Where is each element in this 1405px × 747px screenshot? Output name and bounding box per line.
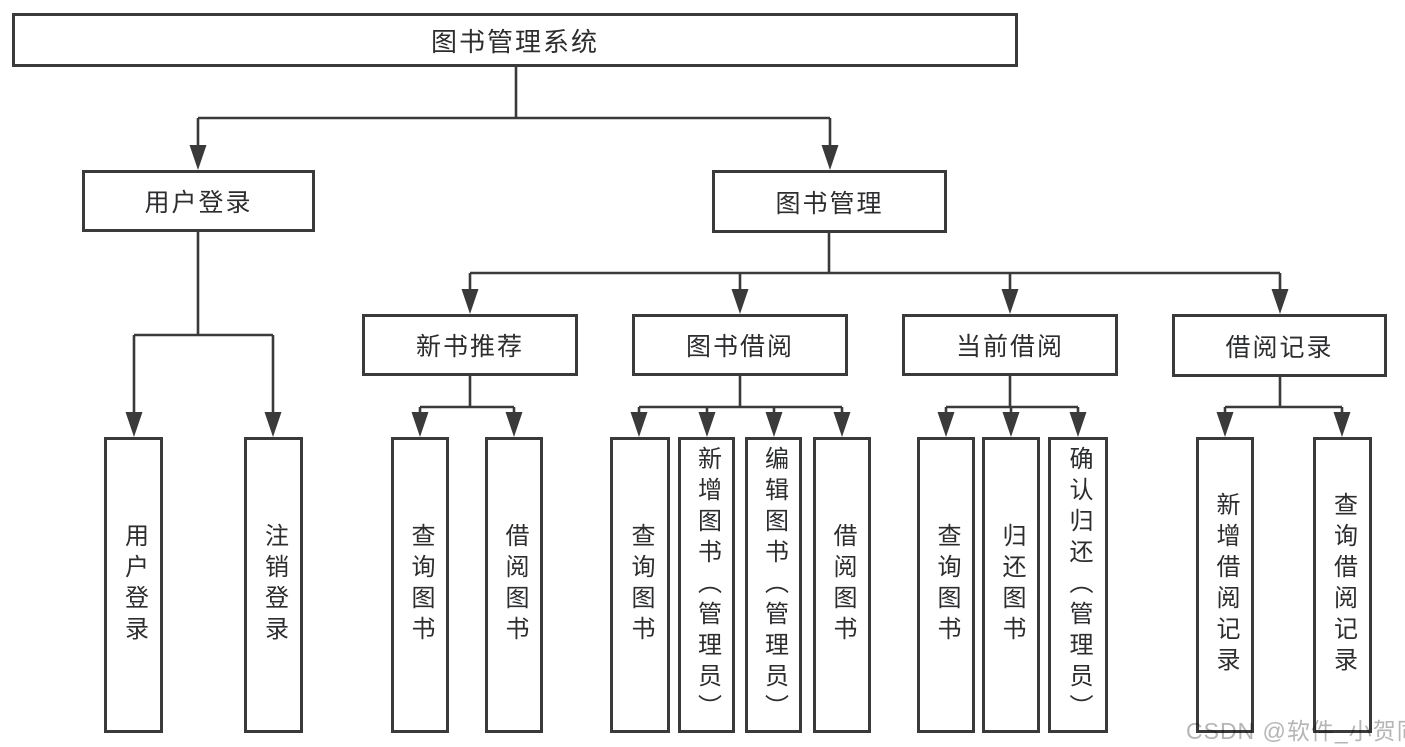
node-library-management-system: 图书管理系统	[12, 13, 1018, 67]
node-label: 用户登录	[144, 189, 253, 217]
leaf-query-borrowing-record: 查询借阅记录	[1313, 437, 1372, 733]
node-book-management: 图书管理	[712, 170, 947, 233]
node-label: 归还图书	[998, 523, 1025, 647]
node-label: 新书推荐	[415, 333, 524, 361]
leaf-add-book-admin: 新增图书（管理员）	[678, 437, 735, 733]
node-label: 查询图书	[627, 523, 654, 647]
leaf-query-books-current: 查询图书	[917, 437, 975, 733]
node-label: 新增图书（管理员）	[693, 445, 721, 725]
node-new-book-recommendation: 新书推荐	[362, 314, 578, 376]
node-label: 借阅记录	[1225, 333, 1334, 362]
node-label: 借阅图书	[501, 523, 528, 647]
leaf-add-borrowing-record: 新增借阅记录	[1196, 437, 1254, 733]
leaf-user-login: 用户登录	[104, 437, 163, 733]
node-book-borrowing: 图书借阅	[632, 314, 848, 376]
leaf-confirm-return-admin: 确认归还（管理员）	[1048, 437, 1108, 733]
node-borrowing-records: 借阅记录	[1172, 314, 1387, 377]
node-current-borrowing: 当前借阅	[902, 314, 1118, 376]
leaf-query-books-recommend: 查询图书	[391, 437, 449, 733]
node-label: 查询借阅记录	[1329, 492, 1357, 678]
node-label: 借阅图书	[829, 523, 856, 647]
node-label: 图书管理系统	[430, 26, 599, 57]
leaf-borrow-books-borrowing: 借阅图书	[813, 437, 871, 733]
node-label: 图书管理	[775, 189, 884, 218]
node-label: 用户登录	[120, 523, 148, 647]
node-label: 确认归还（管理员）	[1065, 445, 1092, 725]
watermark: CSDN @软件_小贺同学	[1186, 718, 1405, 744]
leaf-borrow-books-recommend: 借阅图书	[485, 437, 543, 733]
node-label: 新增借阅记录	[1212, 492, 1239, 678]
node-label: 图书借阅	[685, 333, 794, 361]
leaf-logout: 注销登录	[244, 437, 303, 733]
node-label: 注销登录	[260, 523, 288, 647]
node-user-login: 用户登录	[82, 170, 315, 232]
leaf-edit-book-admin: 编辑图书（管理员）	[745, 437, 802, 733]
node-label: 当前借阅	[955, 333, 1064, 361]
node-label: 查询图书	[407, 523, 434, 647]
leaf-return-books: 归还图书	[982, 437, 1040, 733]
node-label: 编辑图书（管理员）	[760, 445, 788, 725]
node-label: 查询图书	[933, 523, 960, 647]
leaf-query-books-borrowing: 查询图书	[610, 437, 670, 733]
